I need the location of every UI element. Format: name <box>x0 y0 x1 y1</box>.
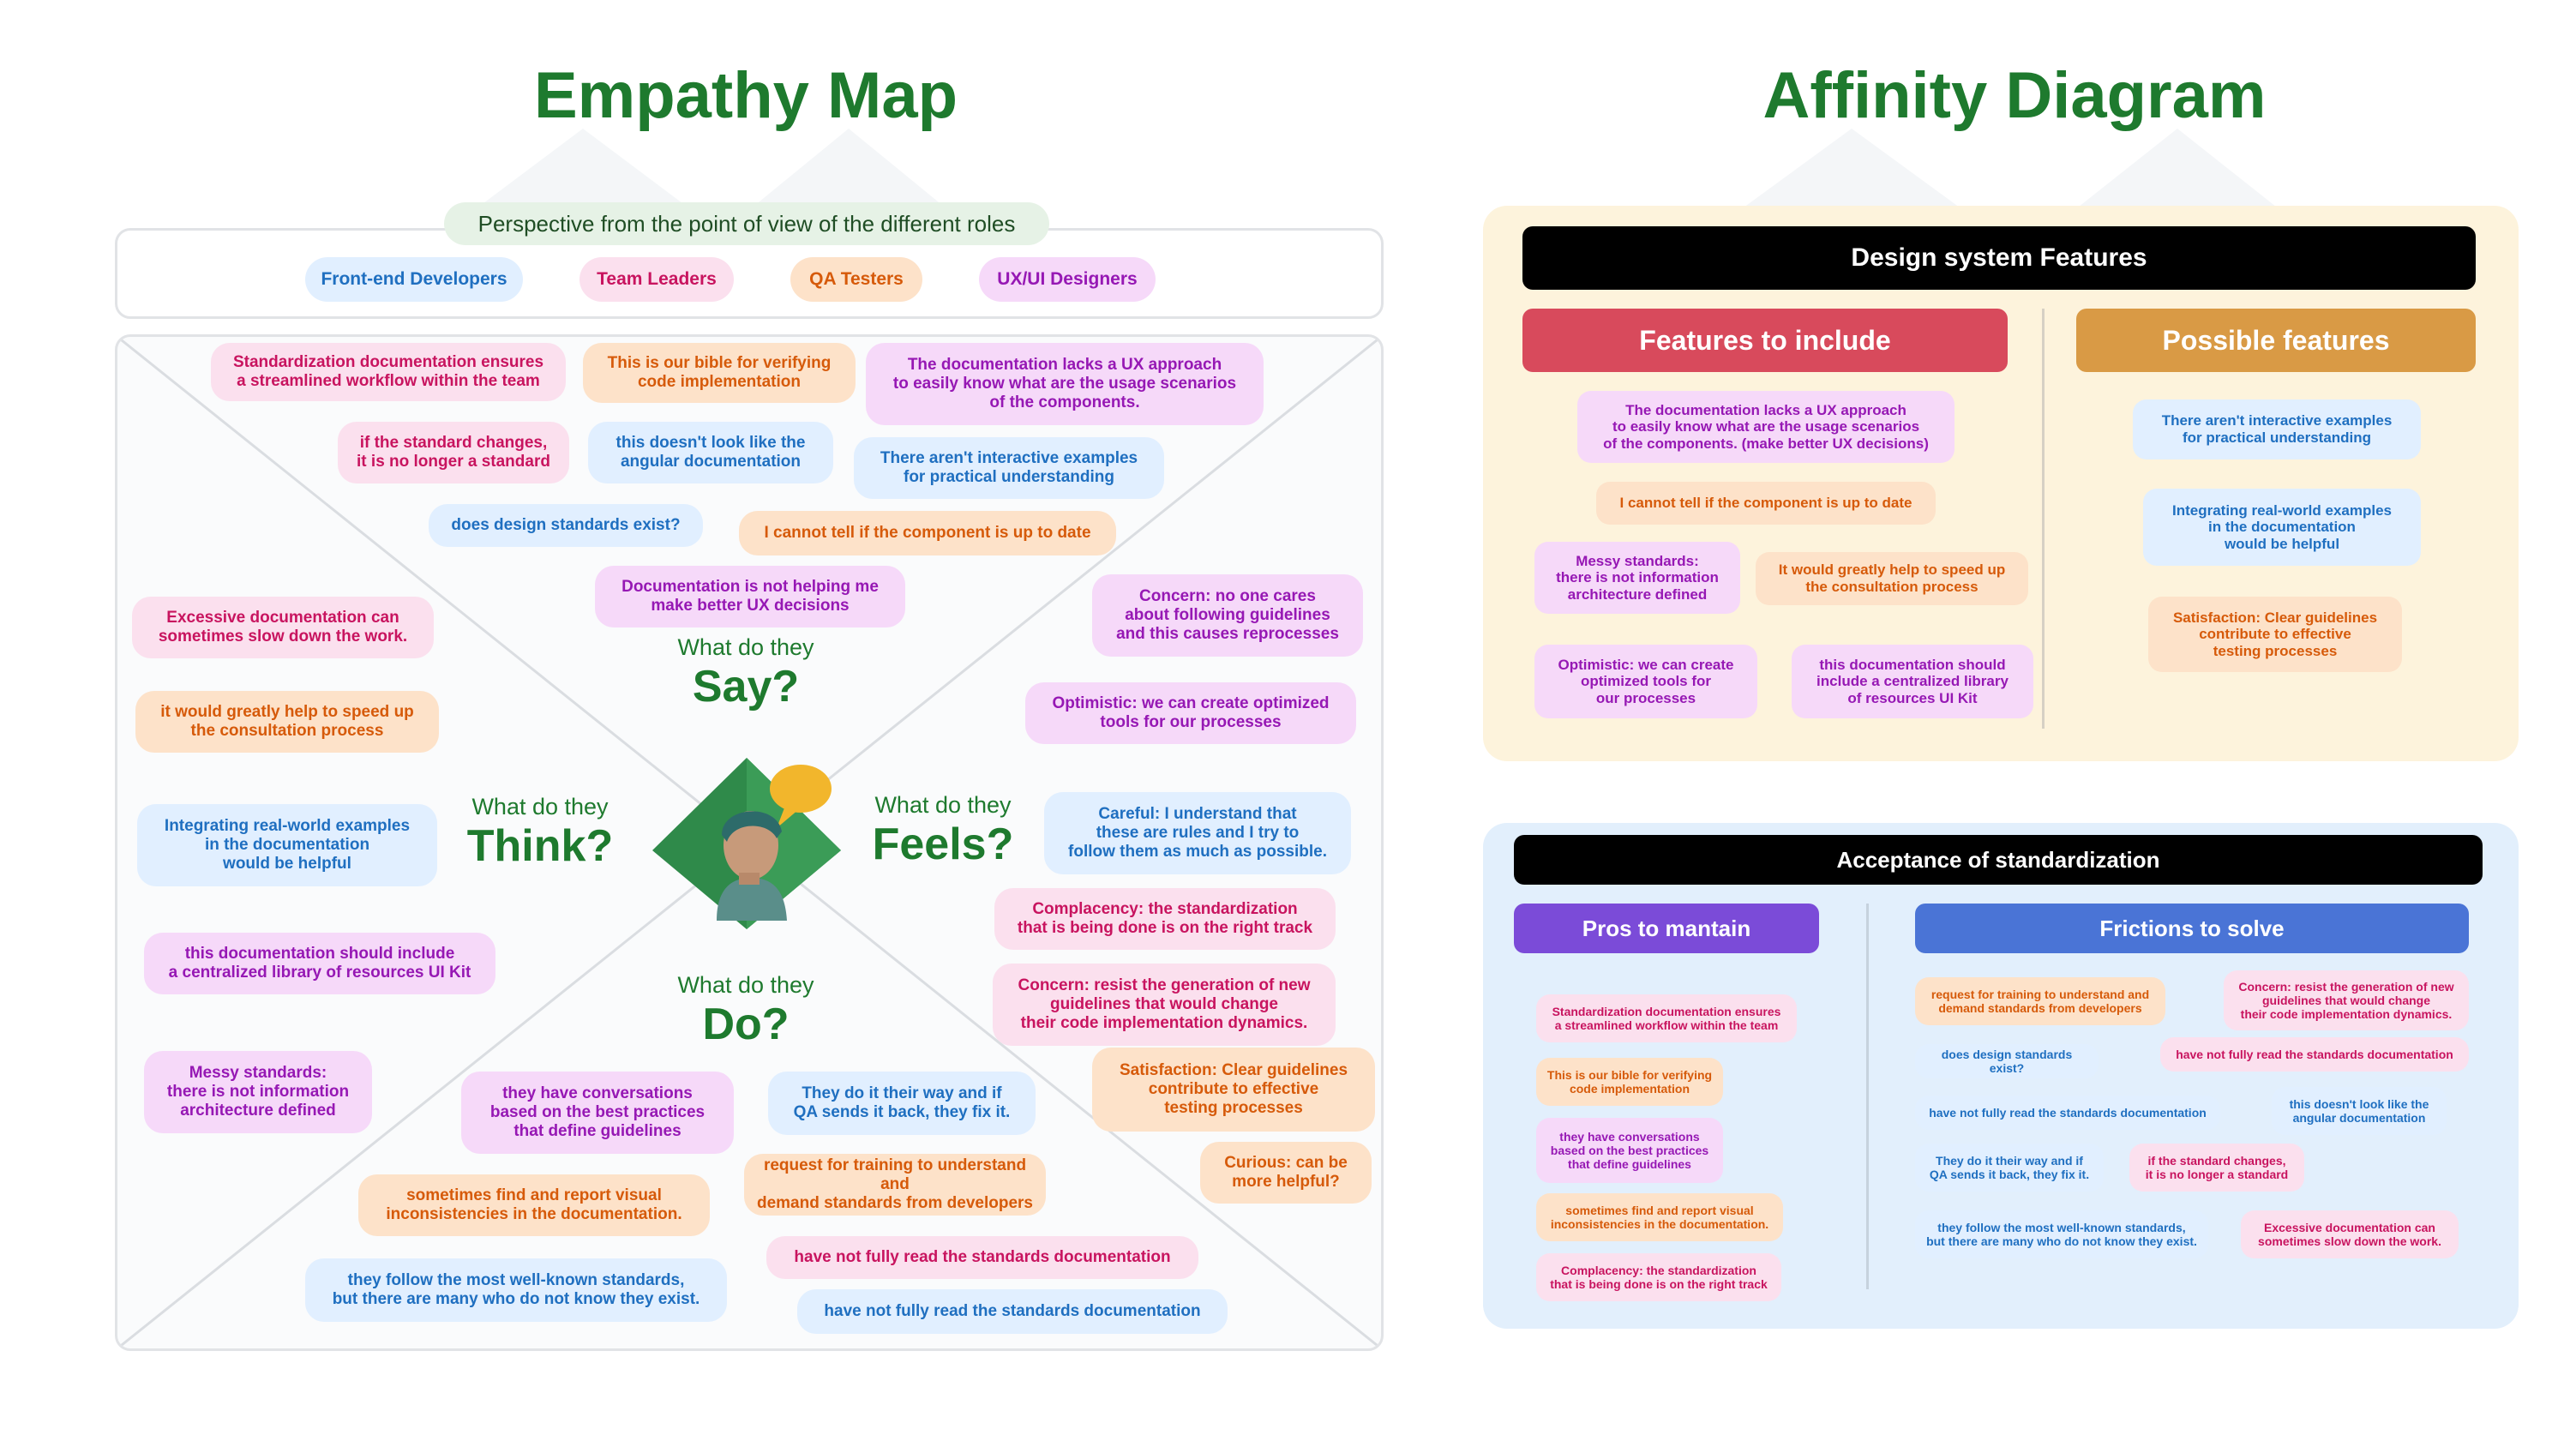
question-feels: What do they Feels? <box>849 792 1037 870</box>
sticky-note[interactable]: Standardization documentation ensures a … <box>1536 994 1797 1042</box>
question-think: What do they Think? <box>446 794 634 872</box>
acceptance-panel-header: Acceptance of standardization <box>1514 835 2483 885</box>
sticky-note[interactable]: They do it their way and if QA sends it … <box>1915 1144 2104 1192</box>
sticky-note[interactable]: this documentation should include a cent… <box>1792 645 2033 718</box>
sticky-note[interactable]: request for training to understand and d… <box>744 1154 1046 1216</box>
sticky-note[interactable]: The documentation lacks a UX approach to… <box>866 343 1264 425</box>
question-do: What do they Do? <box>652 972 840 1050</box>
sticky-note[interactable]: Concern: resist the generation of new gu… <box>993 964 1336 1046</box>
sticky-note[interactable]: sometimes find and report visual inconsi… <box>358 1174 710 1236</box>
sticky-note[interactable]: This is our bible for verifying code imp… <box>583 343 856 403</box>
sticky-note[interactable]: Excessive documentation can sometimes sl… <box>132 597 434 658</box>
sticky-note[interactable]: have not fully read the standards docume… <box>2160 1037 2469 1072</box>
question-do-word: Do? <box>702 1000 790 1049</box>
sticky-note[interactable]: does design standards exist? <box>429 504 703 547</box>
sticky-note[interactable]: It would greatly help to speed up the co… <box>1756 552 2028 605</box>
persona-avatar-icon <box>652 758 841 929</box>
sticky-note[interactable]: have not fully read the standards docume… <box>1915 1096 2220 1130</box>
features-to-include-header: Features to include <box>1522 309 2008 372</box>
sticky-note[interactable]: There aren't interactive examples for pr… <box>2133 399 2421 459</box>
sticky-note[interactable]: Satisfaction: Clear guidelines contribut… <box>1092 1048 1375 1132</box>
question-do-prefix: What do they <box>677 972 814 998</box>
sticky-note[interactable]: This is our bible for verifying code imp… <box>1536 1058 1723 1106</box>
sticky-note[interactable]: Careful: I understand that these are rul… <box>1044 792 1351 874</box>
role-qa-testers[interactable]: QA Testers <box>790 257 922 302</box>
role-ux-ui-designers[interactable]: UX/UI Designers <box>979 257 1156 302</box>
sticky-note[interactable]: have not fully read the standards docume… <box>797 1289 1228 1334</box>
sticky-note[interactable]: this doesn't look like the angular docum… <box>2272 1087 2447 1135</box>
question-feels-prefix: What do they <box>874 792 1012 818</box>
role-team-leaders[interactable]: Team Leaders <box>579 257 734 302</box>
sticky-note[interactable]: they have conversations based on the bes… <box>461 1072 734 1154</box>
question-say-prefix: What do they <box>677 634 814 660</box>
sticky-note[interactable]: I cannot tell if the component is up to … <box>739 511 1116 555</box>
sticky-note[interactable]: Integrating real-world examples in the d… <box>2143 489 2421 566</box>
sticky-note[interactable]: Messy standards: there is not informatio… <box>1534 542 1740 614</box>
sticky-note[interactable]: Concern: resist the generation of new gu… <box>2224 970 2469 1030</box>
features-divider <box>2042 309 2045 729</box>
features-panel-header: Design system Features <box>1522 226 2476 290</box>
sticky-note[interactable]: Concern: no one cares about following gu… <box>1092 574 1363 657</box>
sticky-note[interactable]: this doesn't look like the angular docum… <box>588 422 833 483</box>
sticky-note[interactable]: this documentation should include a cent… <box>144 933 495 994</box>
sticky-note[interactable]: they follow the most well-known standard… <box>305 1258 727 1322</box>
sticky-note[interactable]: Integrating real-world examples in the d… <box>137 804 437 886</box>
affinity-diagram-title: Affinity Diagram <box>1762 59 2267 132</box>
sticky-note[interactable]: Complacency: the standardization that is… <box>994 888 1336 950</box>
question-think-prefix: What do they <box>471 794 609 820</box>
background-shape <box>1740 129 1963 210</box>
background-shape <box>2075 129 2280 210</box>
question-say: What do they Say? <box>652 634 840 712</box>
sticky-note[interactable]: Optimistic: we can create optimized tool… <box>1534 645 1757 718</box>
question-feels-word: Feels? <box>872 820 1014 869</box>
sticky-note[interactable]: Documentation is not helping me make bet… <box>595 566 905 627</box>
sticky-note[interactable]: There aren't interactive examples for pr… <box>854 437 1164 499</box>
frictions-to-solve-header: Frictions to solve <box>1915 904 2469 953</box>
sticky-note[interactable]: it would greatly help to speed up the co… <box>135 691 439 753</box>
sticky-note[interactable]: Messy standards: there is not informatio… <box>144 1051 372 1133</box>
sticky-note[interactable]: Satisfaction: Clear guidelines contribut… <box>2148 597 2402 672</box>
possible-features-header: Possible features <box>2076 309 2476 372</box>
sticky-note[interactable]: does design standards exist? <box>1915 1044 2099 1078</box>
sticky-note[interactable]: Standardization documentation ensures a … <box>211 343 566 401</box>
perspective-label: Perspective from the point of view of th… <box>444 202 1049 245</box>
sticky-note[interactable]: have not fully read the standards docume… <box>766 1236 1198 1279</box>
question-say-word: Say? <box>692 662 800 711</box>
sticky-note[interactable]: The documentation lacks a UX approach to… <box>1577 391 1955 463</box>
sticky-note[interactable]: if the standard changes, it is no longer… <box>2129 1144 2304 1192</box>
pros-to-maintain-header: Pros to mantain <box>1514 904 1819 953</box>
sticky-note[interactable]: they have conversations based on the bes… <box>1536 1118 1723 1183</box>
sticky-note[interactable]: I cannot tell if the component is up to … <box>1596 482 1936 525</box>
empathy-map-title: Empathy Map <box>533 59 958 132</box>
sticky-note[interactable]: sometimes find and report visual inconsi… <box>1536 1193 1783 1241</box>
role-front-end-developers[interactable]: Front-end Developers <box>305 257 523 302</box>
sticky-note[interactable]: if the standard changes, it is no longer… <box>338 422 569 483</box>
sticky-note[interactable]: they follow the most well-known standard… <box>1915 1210 2208 1258</box>
sticky-note[interactable]: request for training to understand and d… <box>1915 977 2165 1025</box>
sticky-note[interactable]: Optimistic: we can create optimized tool… <box>1025 682 1356 744</box>
background-shape <box>754 129 943 206</box>
acceptance-divider <box>1866 904 1869 1289</box>
sticky-note[interactable]: Curious: can be more helpful? <box>1200 1142 1372 1204</box>
question-think-word: Think? <box>466 821 614 871</box>
sticky-note[interactable]: Complacency: the standardization that is… <box>1536 1253 1781 1301</box>
sticky-note[interactable]: They do it their way and if QA sends it … <box>768 1072 1036 1135</box>
sticky-note[interactable]: Excessive documentation can sometimes sl… <box>2241 1210 2459 1258</box>
background-shape <box>480 129 686 206</box>
